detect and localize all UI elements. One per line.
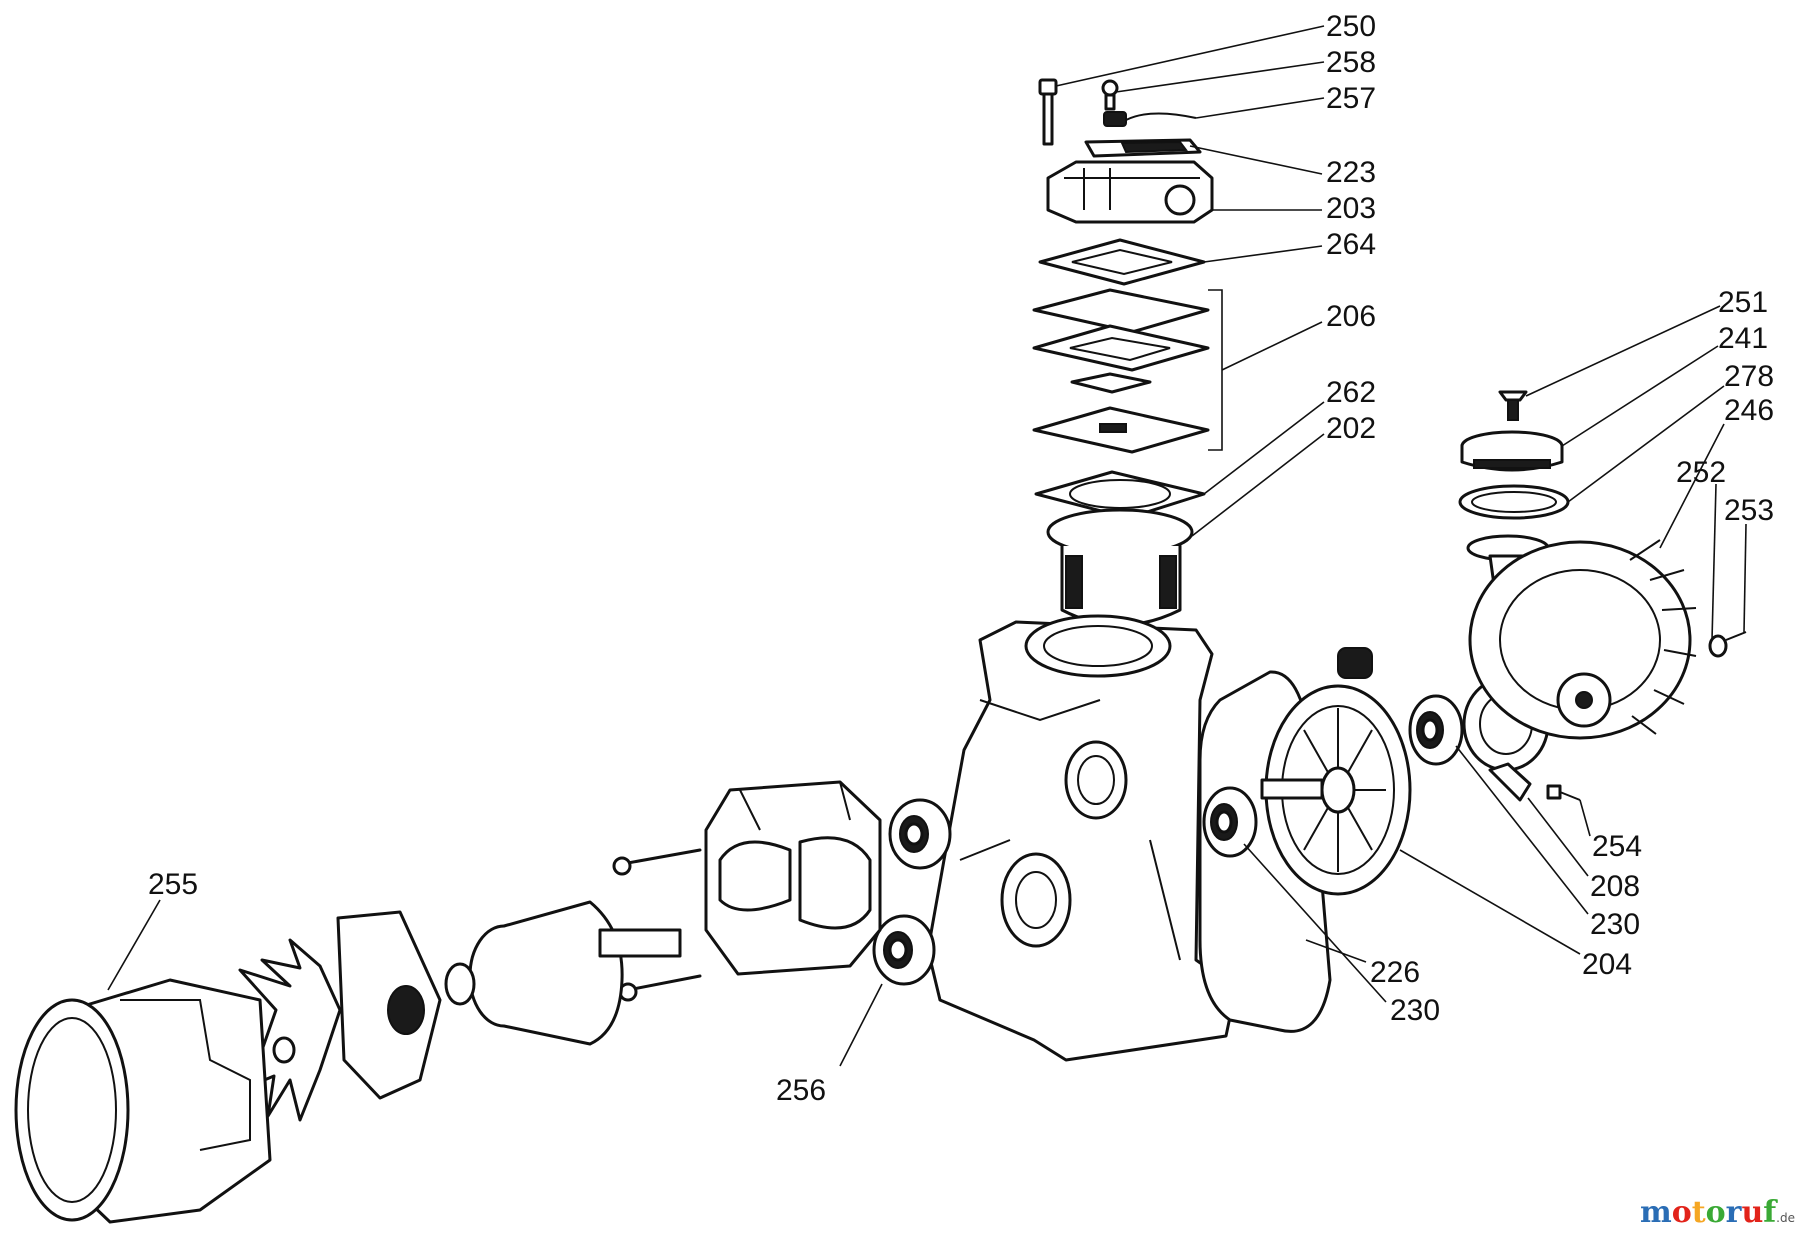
callout-204: 204 [1582, 948, 1632, 981]
wm-letter-2: t [1692, 1195, 1706, 1230]
part-end-shield [336, 910, 442, 1100]
leader-lines [107, 25, 1747, 1067]
wm-suffix: .de [1776, 1211, 1795, 1225]
leader-206 [1221, 321, 1323, 371]
leader-257 [1195, 97, 1325, 119]
part-spring-coupler [1337, 647, 1373, 679]
callout-253: 253 [1724, 494, 1774, 527]
callout-262: 262 [1326, 376, 1376, 409]
part-204-pulley [1260, 684, 1412, 896]
part-251-screw [1498, 390, 1528, 421]
part-258-screw [1101, 79, 1119, 111]
leader-208 [1527, 797, 1589, 877]
part-206-valve-plates [1032, 288, 1210, 454]
leader-255 [107, 899, 161, 991]
part-256-bearing-lower [872, 914, 936, 986]
leader-202 [1191, 433, 1325, 537]
wm-letter-6: f [1763, 1195, 1778, 1230]
part-253-screw [1708, 631, 1747, 658]
leader-262 [1203, 401, 1325, 495]
callout-257: 257 [1326, 82, 1376, 115]
part-250-bolt [1038, 78, 1058, 146]
part-264-gasket [1038, 238, 1206, 286]
leader-204 [1399, 849, 1581, 955]
leader-254 [1579, 799, 1591, 837]
leader-226 [1305, 939, 1367, 963]
part-278-ring [1458, 484, 1570, 520]
part-202-cylinder [1046, 508, 1194, 627]
leader-246 [1659, 423, 1725, 549]
part-257-clip [1103, 111, 1197, 127]
watermark-text: motoruf.de [1640, 1195, 1795, 1230]
callout-258: 258 [1326, 46, 1376, 79]
part-crankcase [926, 614, 1238, 1062]
part-stator [704, 780, 882, 976]
callout-250: 250 [1326, 10, 1376, 43]
part-256-bearing-upper [888, 798, 952, 870]
watermark-logo: motoruf.de [1640, 1195, 1795, 1230]
part-230-bearing-left [1202, 786, 1258, 858]
callout-246: 246 [1724, 394, 1774, 427]
callout-278: 278 [1724, 360, 1774, 393]
leader-278 [1567, 385, 1725, 503]
part-254-screw [1546, 784, 1581, 801]
part-223-filter [1084, 138, 1202, 158]
part-255-fan-cover [14, 978, 272, 1224]
callout-254: 254 [1592, 830, 1642, 863]
leader-256 [839, 983, 883, 1067]
callout-labels: 250 258 257 223 203 264 206 262 202 251 … [148, 10, 1774, 1107]
part-203-cylinder-head [1046, 160, 1214, 224]
leader-251 [1525, 305, 1721, 397]
part-252-fan-housing [1468, 539, 1697, 740]
callout-256: 256 [776, 1074, 826, 1107]
leader-241 [1561, 345, 1719, 447]
leader-253 [1743, 523, 1747, 633]
leader-250 [1055, 25, 1325, 87]
callout-202: 202 [1326, 412, 1376, 445]
leader-252 [1711, 483, 1717, 641]
wm-letter-4: r [1726, 1195, 1743, 1230]
part-rotor [444, 900, 682, 1046]
callout-264: 264 [1326, 228, 1376, 261]
callout-203: 203 [1326, 192, 1376, 225]
leader-264 [1203, 245, 1323, 263]
callout-251: 251 [1718, 286, 1768, 319]
wm-letter-0: m [1640, 1195, 1672, 1230]
callout-208: 208 [1590, 870, 1640, 903]
callout-252: 252 [1676, 456, 1726, 489]
bracket-206 [1208, 289, 1223, 451]
part-230-bearing-right [1408, 694, 1464, 766]
parts-group [14, 78, 1747, 1224]
part-241-piston [1460, 430, 1564, 472]
callout-230-left: 230 [1390, 994, 1440, 1027]
callout-226: 226 [1370, 956, 1420, 989]
wm-letter-3: o [1706, 1195, 1726, 1230]
leader-258 [1115, 61, 1325, 93]
callout-255: 255 [148, 868, 198, 901]
callout-223: 223 [1326, 156, 1376, 189]
callout-230-right: 230 [1590, 908, 1640, 941]
wm-letter-5: u [1741, 1195, 1763, 1230]
part-stator-bolts [612, 848, 702, 1002]
leader-223 [1189, 145, 1323, 175]
wm-letter-1: o [1672, 1195, 1692, 1230]
leader-230b [1243, 843, 1387, 1003]
callout-241: 241 [1718, 322, 1768, 355]
leader-230a [1455, 745, 1589, 915]
callout-206: 206 [1326, 300, 1376, 333]
